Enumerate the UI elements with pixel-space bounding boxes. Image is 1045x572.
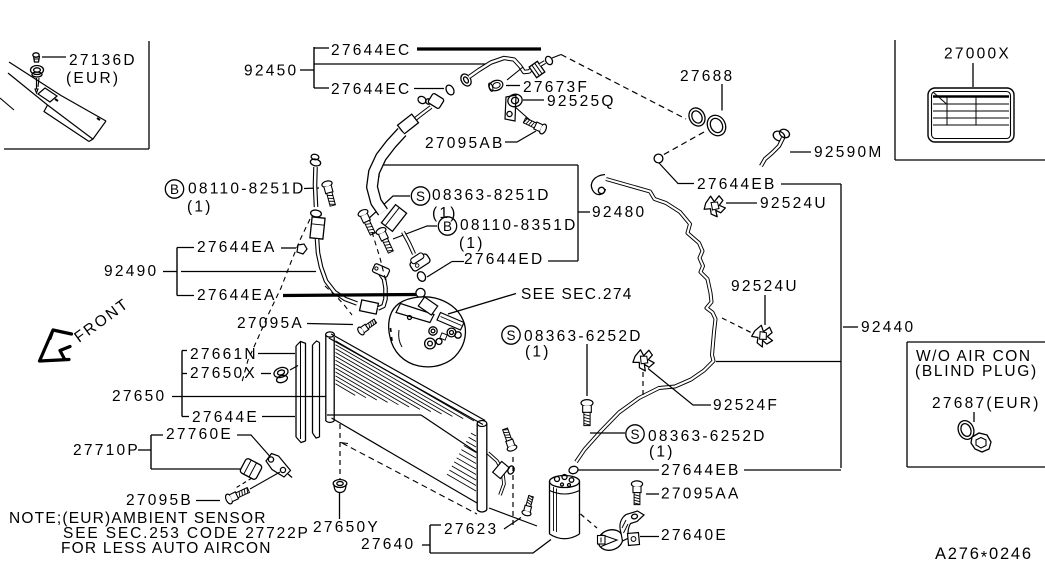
- svg-text:08363-6252D: 08363-6252D: [524, 328, 643, 345]
- svg-text:B: B: [170, 182, 179, 197]
- svg-text:27644EA: 27644EA: [197, 239, 277, 256]
- svg-text:27644EC: 27644EC: [331, 81, 411, 98]
- svg-text:27687(EUR): 27687(EUR): [932, 395, 1041, 412]
- svg-text:SEE SEC.274: SEE SEC.274: [521, 286, 633, 303]
- svg-text:W/O AIR CON: W/O AIR CON: [916, 348, 1032, 365]
- svg-text:27760E: 27760E: [166, 426, 233, 443]
- svg-text:92590M: 92590M: [814, 144, 884, 161]
- svg-text:(1): (1): [649, 444, 675, 461]
- svg-text:(EUR): (EUR): [66, 70, 120, 87]
- svg-text:92524F: 92524F: [713, 397, 779, 414]
- svg-text:(1): (1): [459, 235, 485, 252]
- svg-text:92440: 92440: [861, 319, 915, 336]
- svg-text:(BLIND PLUG): (BLIND PLUG): [915, 363, 1038, 380]
- svg-text:(1): (1): [432, 205, 458, 222]
- svg-text:27640: 27640: [361, 536, 415, 553]
- svg-text:27644EA: 27644EA: [197, 287, 277, 304]
- svg-text:27688: 27688: [680, 68, 734, 85]
- svg-text:27644EB: 27644EB: [661, 462, 741, 479]
- svg-text:92524U: 92524U: [731, 278, 799, 295]
- svg-text:92490: 92490: [104, 263, 158, 280]
- svg-text:FOR LESS AUTO AIRCON: FOR LESS AUTO AIRCON: [61, 540, 272, 557]
- svg-text:27710P: 27710P: [73, 442, 140, 459]
- svg-text:27095AB: 27095AB: [425, 135, 505, 152]
- svg-text:27644EB: 27644EB: [697, 176, 777, 193]
- svg-text:S: S: [506, 328, 515, 343]
- svg-text:27136D: 27136D: [69, 52, 137, 69]
- svg-text:27623: 27623: [444, 521, 498, 538]
- svg-text:S: S: [416, 189, 425, 204]
- svg-text:27650X: 27650X: [190, 365, 257, 382]
- svg-text:08110-8351D: 08110-8351D: [460, 217, 578, 234]
- svg-text:92524U: 92524U: [760, 195, 828, 212]
- svg-text:27644EC: 27644EC: [331, 42, 411, 59]
- svg-text:27650: 27650: [112, 388, 166, 405]
- svg-text:(1): (1): [187, 199, 213, 216]
- svg-text:NOTE;(EUR)AMBIENT SENSOR: NOTE;(EUR)AMBIENT SENSOR: [9, 510, 267, 527]
- svg-text:S: S: [630, 427, 639, 442]
- svg-text:27095A: 27095A: [237, 315, 304, 332]
- svg-text:08110-8251D: 08110-8251D: [188, 181, 306, 198]
- svg-text:27000X: 27000X: [944, 46, 1011, 63]
- svg-text:92480: 92480: [592, 204, 646, 221]
- svg-text:08363-8251D: 08363-8251D: [432, 187, 551, 204]
- svg-text:27644ED: 27644ED: [464, 251, 544, 268]
- svg-text:27673F: 27673F: [523, 79, 589, 96]
- svg-text:A276*0246: A276*0246: [935, 545, 1033, 567]
- svg-text:27095B: 27095B: [126, 492, 193, 509]
- svg-text:SEE SEC.253 CODE 27722P: SEE SEC.253 CODE 27722P: [63, 525, 310, 542]
- svg-text:27640E: 27640E: [661, 527, 728, 544]
- svg-text:92525Q: 92525Q: [547, 93, 616, 110]
- svg-text:B: B: [443, 219, 452, 234]
- svg-text:27650Y: 27650Y: [313, 519, 380, 536]
- svg-text:27644E: 27644E: [192, 409, 259, 426]
- svg-text:08363-6252D: 08363-6252D: [648, 428, 767, 445]
- svg-text:27095AA: 27095AA: [661, 486, 741, 503]
- svg-text:92450: 92450: [244, 63, 298, 80]
- svg-text:(1): (1): [525, 344, 551, 361]
- svg-text:27661N: 27661N: [190, 346, 258, 363]
